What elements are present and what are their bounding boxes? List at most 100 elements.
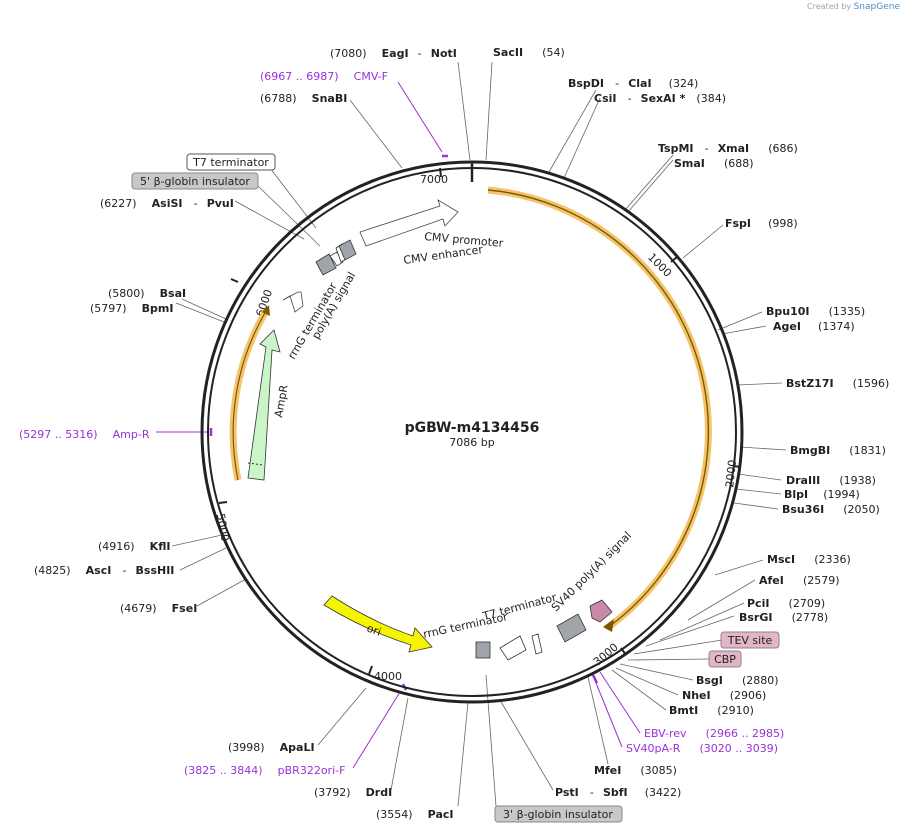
primer-ebvrev: EBV-rev (2966 .. 2985) xyxy=(644,722,784,741)
site-bspdi-name: BspDI xyxy=(568,77,604,90)
site-snabi-name: SnaBI xyxy=(312,92,348,105)
site-kfli: (4916) KflI xyxy=(98,535,170,554)
site-drdi: (3792) DrdI xyxy=(314,781,392,800)
site-asci-name: AscI xyxy=(86,564,112,577)
site-psti-sbfi: PstI - SbfI (3422) xyxy=(555,781,681,800)
site-fsei-name: FseI xyxy=(172,602,198,615)
site-bmgbi-name: BmgBI xyxy=(790,444,830,457)
site-tspmi-pos: (686) xyxy=(768,142,798,155)
site-drdi-name: DrdI xyxy=(366,786,393,799)
site-eagi-name: EagI xyxy=(382,47,409,60)
site-pcii-name: PciI xyxy=(747,597,769,610)
site-bpmi-name: BpmI xyxy=(142,302,174,315)
site-smai-pos: (688) xyxy=(724,157,754,170)
site-apali-name: ApaLI xyxy=(280,741,315,754)
box-globin3: 3' β-globin insulator xyxy=(494,805,623,823)
site-fsei: (4679) FseI xyxy=(120,597,197,616)
site-psti-name: PstI xyxy=(555,786,579,799)
site-kfli-name: KflI xyxy=(150,540,171,553)
site-drdi-pos: (3792) xyxy=(314,786,351,799)
site-pvui-name: PvuI xyxy=(207,197,234,210)
tick-label-7000: 7000 xyxy=(420,173,448,186)
site-bstz17i-name: BstZ17I xyxy=(786,377,834,390)
globin5-feature xyxy=(315,253,337,276)
site-paci-pos: (3554) xyxy=(376,808,413,821)
primer-ampr: (5297 .. 5316) Amp-R xyxy=(19,423,150,442)
primer-cmvf-name: CMV-F xyxy=(354,70,388,83)
primer-pbr322-name: pBR322ori-F xyxy=(278,764,346,777)
site-bstz17i: BstZ17I (1596) xyxy=(786,372,889,391)
primer-cmvf-range: (6967 .. 6987) xyxy=(260,70,339,83)
site-noti-name: NotI xyxy=(431,47,457,60)
box-cbp-label: CBP xyxy=(714,653,736,666)
primer-sv40par-name: SV40pA-R xyxy=(626,742,681,755)
site-asisi-pvui: (6227) AsiSI - PvuI xyxy=(100,192,234,211)
site-draiii-name: DraIII xyxy=(786,474,820,487)
site-asisi-pos: (6227) xyxy=(100,197,137,210)
tick-label-3000: 3000 xyxy=(591,641,621,669)
site-blpi-name: BlpI xyxy=(784,488,808,501)
snapgene-credit: Created by SnapGene xyxy=(807,2,900,12)
site-fspi-name: FspI xyxy=(725,217,751,230)
ampr-dotted-edge xyxy=(247,462,264,466)
site-paci-name: PacI xyxy=(428,808,454,821)
primer-ampr-range: (5297 .. 5316) xyxy=(19,428,98,441)
t7term-bottom-small xyxy=(531,633,543,655)
site-afei-name: AfeI xyxy=(759,574,784,587)
ampr-arc-line xyxy=(232,310,267,481)
site-msci-pos: (2336) xyxy=(814,553,851,566)
site-snabi-pos: (6788) xyxy=(260,92,297,105)
site-apali-pos: (3998) xyxy=(228,741,265,754)
box-t7term-top: T7 terminator xyxy=(186,153,276,171)
primer-lines xyxy=(156,81,641,769)
site-bsgi: BsgI (2880) xyxy=(696,669,779,688)
site-fspi-pos: (998) xyxy=(768,217,798,230)
tick-label-2000: 2000 xyxy=(723,459,739,488)
site-bsrgi-name: BsrGI xyxy=(739,611,772,624)
ori-label: ori xyxy=(365,622,383,639)
cmv-enhancer-label: CMV enhancer xyxy=(403,243,484,267)
site-bpmi: (5797) BpmI xyxy=(90,297,174,316)
site-draiii: DraIII (1938) xyxy=(786,469,876,488)
site-csii-sexai: CsiI - SexAI * (384) xyxy=(594,87,726,106)
t7term-top-feature xyxy=(329,251,344,267)
box-globin5: 5' β-globin insulator xyxy=(131,172,259,190)
sv40-gray-feature xyxy=(556,613,587,643)
cds-arrowhead xyxy=(603,619,614,632)
site-afei-pos: (2579) xyxy=(803,574,840,587)
box-t7term-top-label: T7 terminator xyxy=(192,156,269,169)
site-bmti-name: BmtI xyxy=(669,704,698,717)
site-nhei-pos: (2906) xyxy=(730,689,767,702)
site-snabi: (6788) SnaBI xyxy=(260,87,347,106)
site-paci: (3554) PacI xyxy=(376,803,453,822)
site-bpmi-pos: (5797) xyxy=(90,302,127,315)
site-sexai-name: SexAI * xyxy=(641,92,686,105)
t7term-bottom-arrow xyxy=(499,635,527,661)
ori-arrow xyxy=(323,595,433,653)
site-smai-name: SmaI xyxy=(674,157,705,170)
site-bsai-name: BsaI xyxy=(160,287,186,300)
site-agei-name: AgeI xyxy=(773,320,801,333)
site-sbfi-name: SbfI xyxy=(603,786,628,799)
primer-cmvf: (6967 .. 6987) CMV-F xyxy=(260,65,388,84)
site-agei: AgeI (1374) xyxy=(773,315,855,334)
tick-label-4000: 4000 xyxy=(374,670,402,683)
site-asci-bsshii: (4825) AscI - BssHII xyxy=(34,559,174,578)
site-sacii: SacII (54) xyxy=(493,41,565,60)
polya-left-arrow xyxy=(282,291,304,313)
site-bmgbi: BmgBI (1831) xyxy=(790,439,886,458)
sv40-label: SV40 poly(A) signal xyxy=(549,529,634,614)
primer-ampr-name: Amp-R xyxy=(113,428,150,441)
plasmid-length: 7086 bp xyxy=(449,436,494,449)
site-afei: AfeI (2579) xyxy=(759,569,840,588)
site-bmti: BmtI (2910) xyxy=(669,699,754,718)
site-clai-name: ClaI xyxy=(628,77,651,90)
site-msci: MscI (2336) xyxy=(767,548,851,567)
leader-lines xyxy=(171,61,787,807)
site-blpi: BlpI (1994) xyxy=(784,483,860,502)
cds-feature-arc xyxy=(487,189,710,629)
snapgene-logo: SnapGene xyxy=(853,2,900,12)
site-apali: (3998) ApaLI xyxy=(228,736,315,755)
site-bsrgi: BsrGI (2778) xyxy=(739,606,828,625)
